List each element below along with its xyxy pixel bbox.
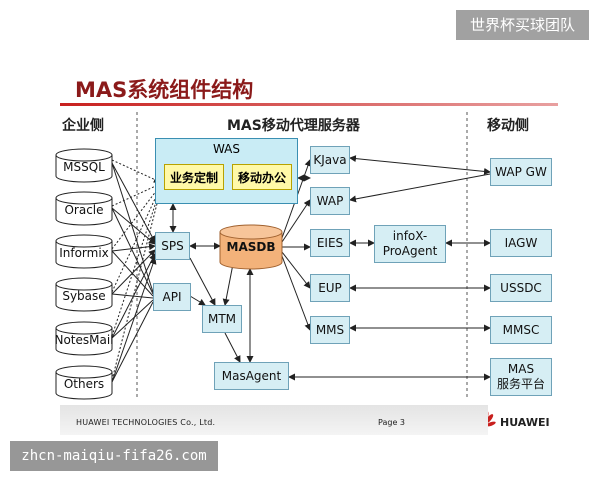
slide-title: MAS系统组件结构 (75, 78, 254, 102)
was-container: WAS 业务定制 移动办公 (155, 138, 298, 204)
db-label-others: Others (63, 377, 105, 391)
cylinder-others (55, 365, 113, 400)
mobile-mas-platform: MAS 服务平台 (490, 358, 552, 396)
was-title: WAS (212, 142, 241, 156)
component-eies: EIES (310, 229, 350, 257)
mobile-wapgw: WAP GW (490, 158, 552, 186)
cylinder-informix (55, 234, 113, 269)
was-sub-mobile-office: 移动办公 (232, 164, 292, 190)
component-masagent: MasAgent (214, 362, 289, 390)
component-sps: SPS (155, 232, 190, 260)
component-mtm: MTM (202, 305, 242, 333)
infox-line2: ProAgent (382, 244, 438, 258)
component-kjava: KJava (310, 146, 350, 174)
mas-platform-line1: MAS (507, 362, 535, 376)
db-label-mssql: MSSQL (63, 160, 105, 174)
mas-platform-line2: 服务平台 (496, 377, 545, 391)
component-masdb-label: MASDB (226, 240, 276, 254)
watermark-top: 世界杯买球团队 (456, 10, 589, 40)
component-wap: WAP (310, 187, 350, 215)
cylinder-mssql (55, 148, 113, 183)
cylinder-sybase (55, 277, 113, 312)
db-links (111, 162, 157, 383)
mobile-ussdc: USSDC (490, 274, 552, 302)
mobile-links (288, 155, 491, 381)
footer-brand: HUAWEI (500, 416, 550, 429)
cylinder-notesmail (55, 321, 113, 356)
column-heading-enterprise: 企业侧 (62, 118, 104, 134)
was-sub-business-custom: 业务定制 (164, 164, 224, 190)
database-cylinders (55, 148, 113, 400)
component-infox-proagent: infoX- ProAgent (374, 225, 446, 263)
mobile-mmsc: MMSC (490, 316, 552, 344)
slide-footer-bar (60, 405, 488, 435)
component-api: API (153, 283, 191, 311)
db-label-notesmail: NotesMail (54, 333, 114, 347)
column-heading-mobile: 移动侧 (487, 118, 529, 134)
db-was-links (111, 159, 161, 381)
infox-line1: infoX- (392, 229, 428, 243)
title-rule (60, 103, 558, 106)
db-label-sybase: Sybase (62, 289, 106, 303)
db-label-oracle: Oracle (64, 203, 104, 217)
footer-page-number: Page 3 (378, 418, 405, 427)
mobile-iagw: IAGW (490, 229, 552, 257)
internal-links (169, 159, 312, 363)
watermark-bottom: zhcn-maiqiu-fifa26.com (10, 441, 218, 471)
cylinder-oracle (55, 191, 113, 226)
column-heading-proxy: MAS移动代理服务器 (227, 118, 360, 134)
db-label-informix: Informix (59, 246, 109, 260)
footer-company: HUAWEI TECHNOLOGIES Co., Ltd. (76, 418, 216, 427)
component-eup: EUP (310, 274, 350, 302)
component-mms: MMS (310, 316, 350, 344)
cylinder-masdb (219, 224, 283, 270)
